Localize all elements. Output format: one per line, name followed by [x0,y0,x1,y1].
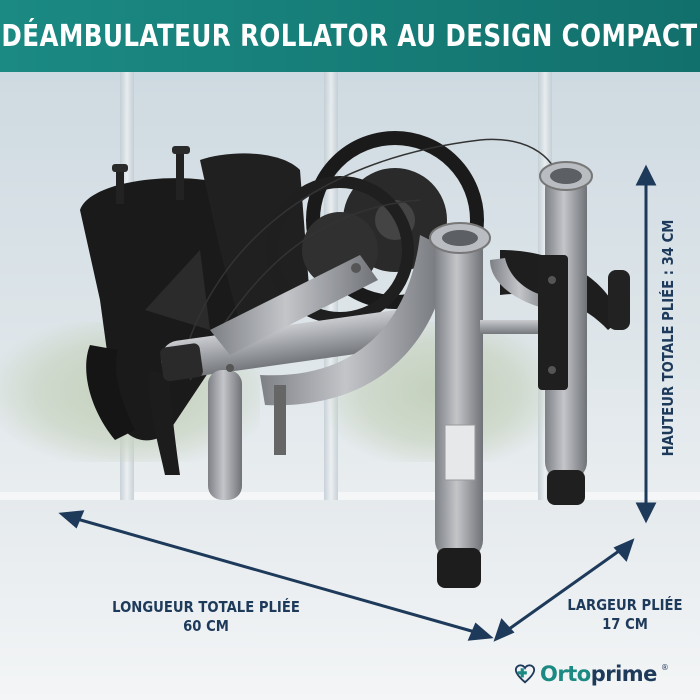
length-label: LONGUEUR TOTALE PLIÉE 60 CM [100,598,311,636]
width-label-title: LARGEUR PLIÉE [567,596,683,614]
length-arrow [69,515,483,636]
registered-mark: ® [660,662,669,672]
brand-name: Ortoprime [540,662,657,686]
width-label-value: 17 CM [602,614,648,633]
height-label: HAUTEUR TOTALE PLIÉE : 34 CM [659,219,677,457]
brand-logo: Ortoprime ® [514,662,669,686]
header-banner: DÉAMBULATEUR ROLLATOR AU DESIGN COMPACT [0,0,700,72]
length-label-title: LONGUEUR TOTALE PLIÉE [112,598,300,616]
length-label-value: 60 CM [183,616,229,635]
brand-name-part1: Orto [540,662,591,686]
page-title: DÉAMBULATEUR ROLLATOR AU DESIGN COMPACT [1,18,699,54]
width-label: LARGEUR PLIÉE 17 CM [555,596,696,634]
width-arrow [501,544,627,636]
heart-cross-icon [514,664,536,684]
background-floor [0,500,700,700]
folded-rollator-image [80,131,630,588]
brand-name-part2: prime [590,662,658,686]
